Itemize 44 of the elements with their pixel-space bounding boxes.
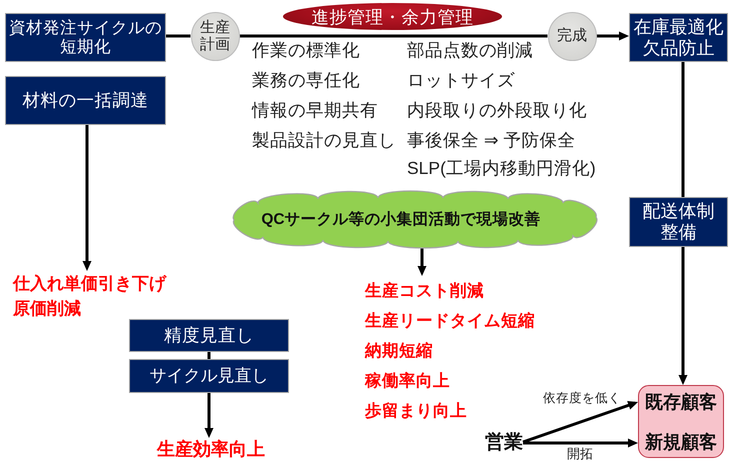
milestone-circle: 完成 bbox=[548, 12, 596, 60]
arrow bbox=[418, 248, 426, 276]
arrow bbox=[204, 393, 214, 438]
box-text: 欠品防止 bbox=[642, 38, 714, 58]
node-text: 営業 bbox=[485, 431, 523, 454]
process-box: 配送体制整備 bbox=[629, 197, 728, 247]
result-text: 仕入れ単価引き下げ bbox=[13, 273, 166, 295]
list-text: 作業の標準化 bbox=[252, 40, 360, 61]
connector-line bbox=[682, 62, 684, 197]
list-text: 製品設計の見直し bbox=[252, 130, 396, 151]
connector-line bbox=[208, 352, 210, 359]
process-box: 資材発注サイクルの短期化 bbox=[5, 13, 166, 62]
list-text: ロットサイズ bbox=[407, 70, 515, 91]
arrow bbox=[596, 32, 629, 40]
result-text: 原価削減 bbox=[13, 298, 82, 320]
process-box: 材料の一括調達 bbox=[5, 76, 166, 125]
customer-text: 新規顧客 bbox=[645, 430, 717, 454]
milestone-circle: 生産計画 bbox=[190, 12, 240, 60]
edge-label: 開拓 bbox=[567, 446, 593, 462]
list-text: 事後保全 ⇒ 予防保全 bbox=[407, 130, 576, 151]
result-text: 生産リードタイム短縮 bbox=[365, 310, 535, 332]
list-text: 内段取りの外段取り化 bbox=[407, 100, 587, 121]
customer-box bbox=[638, 385, 724, 458]
result-text: 生産効率向上 bbox=[157, 438, 265, 460]
box-text: 在庫最適化 bbox=[634, 16, 724, 38]
process-box: 精度見直し bbox=[129, 319, 289, 352]
result-text: 歩留まり向上 bbox=[365, 401, 468, 422]
list-text: 業務の専任化 bbox=[252, 70, 360, 91]
list-text: 部品点数の削減 bbox=[407, 40, 533, 61]
connector-line bbox=[240, 34, 548, 38]
arrow bbox=[522, 401, 638, 444]
result-text: 稼働率向上 bbox=[365, 370, 451, 392]
arrow bbox=[678, 247, 688, 385]
list-text: 情報の早期共有 bbox=[252, 100, 378, 121]
list-text: SLP(工場内移動円滑化) bbox=[407, 158, 596, 179]
process-box bbox=[629, 13, 728, 62]
arrow bbox=[82, 125, 92, 271]
result-text: 生産コスト削減 bbox=[365, 280, 485, 302]
process-box: サイクル見直し bbox=[129, 359, 289, 393]
result-text: 納期短縮 bbox=[365, 340, 434, 362]
banner-ellipse: 進捗管理・余力管理 bbox=[283, 3, 502, 30]
connector-line bbox=[166, 34, 190, 38]
arrow bbox=[523, 438, 638, 448]
customer-text: 既存顧客 bbox=[645, 390, 717, 414]
